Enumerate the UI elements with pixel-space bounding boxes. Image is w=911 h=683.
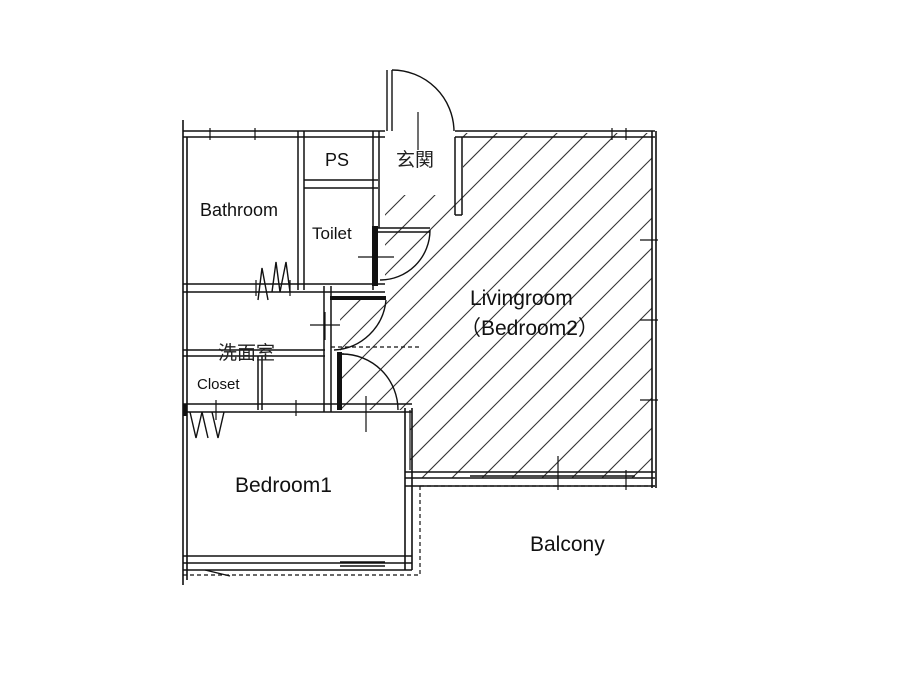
label-entrance: 玄関: [396, 149, 434, 171]
label-livingroom-sub: （Bedroom2）: [460, 317, 599, 340]
hatch-line: [619, 133, 652, 478]
direction-arrows: [215, 112, 559, 490]
hatch-line: [340, 133, 652, 478]
hatch-line: [439, 133, 652, 478]
hatch-line: [340, 133, 441, 478]
hatch-line: [680, 100, 911, 520]
hatch-line: [770, 100, 911, 520]
hatch-line: [340, 133, 591, 478]
hatch-line: [340, 133, 621, 478]
label-balcony: Balcony: [530, 533, 605, 556]
label-bathroom: Bathroom: [200, 200, 278, 220]
hatch-line: [340, 133, 531, 478]
hatch-line: [340, 133, 561, 478]
label-ps: PS: [325, 150, 349, 170]
hatch-line: [559, 133, 652, 478]
hatch-line: [710, 100, 911, 520]
hatch-line: [340, 133, 652, 478]
hatch-line: [499, 133, 652, 478]
hatch-line: [349, 133, 652, 478]
hatch-line: [340, 133, 381, 478]
wall-fills: [183, 226, 386, 416]
hatch-line: [379, 133, 652, 478]
label-closet: Closet: [197, 376, 240, 393]
label-toilet: Toilet: [312, 224, 352, 243]
hatch-line: [589, 133, 652, 478]
hatch-line: [340, 133, 651, 478]
label-livingroom: Livingroom: [470, 287, 573, 310]
dashed-lines: [183, 346, 655, 576]
hatch-line: [340, 133, 501, 478]
hatch-line: [529, 133, 652, 478]
outer-walls: [182, 120, 657, 585]
label-washroom: 洗面室: [218, 342, 275, 364]
wall-ticks: [209, 128, 658, 490]
hatch-line: [340, 133, 652, 478]
interior-walls: [183, 131, 463, 413]
hatch-line: [409, 133, 652, 478]
hatch-line: [469, 133, 652, 478]
doors: [189, 69, 635, 577]
label-bedroom1: Bedroom1: [235, 474, 332, 497]
hatch-line: [740, 100, 911, 520]
hatch-line: [649, 133, 652, 478]
